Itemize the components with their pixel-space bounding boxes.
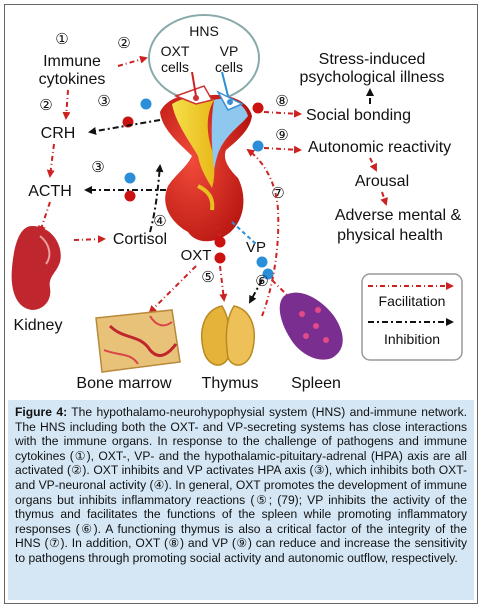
oxt-dot-3 [214, 236, 226, 248]
marker-5: ⑤ [201, 268, 214, 286]
thymus-icon [201, 305, 255, 366]
marker-4: ④ [153, 212, 166, 230]
bone-marrow-icon [95, 309, 181, 373]
crh-label: CRH [41, 125, 76, 142]
arrow-kidney-to-cortisol [73, 235, 106, 244]
arrow-hns-to-crh [88, 119, 161, 135]
social-bonding-label: Social bonding [306, 107, 411, 124]
vp-cells-label-2: cells [215, 59, 243, 75]
caption-label: Figure 4: [15, 405, 68, 419]
stress-illness-label: Stress-induced [319, 51, 426, 68]
arousal-label: Arousal [355, 173, 409, 190]
arrow-cytokines-to-hns [117, 55, 148, 67]
oxt-label: OXT [181, 247, 212, 264]
immune-cytokines-label: Immune [43, 53, 101, 70]
hypothalamus-pituitary [160, 85, 252, 242]
autonomic-reactivity-label: Autonomic reactivity [308, 139, 451, 156]
adverse-health-label: Adverse mental & [335, 207, 462, 224]
arrow-acth-to-kidney [38, 201, 51, 234]
arrow-cortisol-to-hns [149, 164, 164, 233]
hns-immune-diagram: HNS OXT cells VP cells ① Immune cytokine… [11, 14, 463, 392]
vp-dot [140, 98, 152, 110]
arrow-oxt-to-social-bonding [263, 109, 302, 118]
arrow-thymus-to-hns [246, 148, 280, 317]
marker-2a: ② [117, 34, 130, 52]
arrow-autonomic-to-arousal [369, 157, 377, 172]
kidney-icon [11, 226, 61, 310]
marker-8: ⑧ [275, 92, 288, 110]
marker-3b: ③ [91, 158, 104, 176]
oxt-dot-4 [214, 252, 226, 264]
oxt-cells-label: OXT [161, 43, 190, 59]
kidney-label: Kidney [14, 317, 63, 334]
cortisol-label: Cortisol [113, 231, 167, 248]
vp-label: VP [246, 239, 266, 256]
marker-1: ① [55, 30, 68, 48]
arrow-vp-to-autonomic [263, 145, 302, 154]
vp-dot-5 [252, 140, 264, 152]
bone-marrow-label: Bone marrow [76, 375, 172, 392]
arrow-arousal-to-adverse [380, 191, 388, 206]
vp-dot-4 [262, 268, 274, 280]
legend-facilitation-label: Facilitation [379, 293, 446, 309]
caption-text: The hypothalamo-neurohypophysial system … [15, 405, 467, 565]
thymus-label: Thymus [202, 375, 259, 392]
legend: Facilitation Inhibition [361, 273, 463, 361]
spleen-icon [279, 292, 343, 360]
vp-dot-3 [256, 256, 268, 268]
vp-dot-2 [124, 172, 136, 184]
hns-label: HNS [189, 23, 219, 39]
arrow-oxt-to-bone-marrow [148, 265, 197, 314]
marker-3a: ③ [97, 92, 110, 110]
arrow-vp-to-thymus [249, 279, 263, 304]
arrow-oxt-to-thymus [219, 265, 228, 302]
marker-2b: ② [39, 96, 52, 114]
oxt-cells-label-2: cells [161, 59, 189, 75]
arrow-cytokines-to-crh [62, 89, 71, 120]
adverse-health-label-2: physical health [337, 227, 443, 244]
legend-inhibition-label: Inhibition [384, 331, 440, 347]
acth-label: ACTH [28, 183, 72, 200]
oxt-dot-2 [124, 190, 136, 202]
spleen-label: Spleen [291, 375, 341, 392]
marker-9: ⑨ [275, 126, 288, 144]
stress-illness-label-2: psychological illness [300, 69, 445, 86]
arrow-crh-to-acth [46, 143, 55, 178]
immune-cytokines-label-2: cytokines [39, 71, 106, 88]
oxt-dot-5 [252, 102, 264, 114]
marker-7: ⑦ [271, 184, 284, 202]
figure-caption: Figure 4: The hypothalamo-neurohypophysi… [8, 400, 474, 600]
vp-cells-label: VP [220, 43, 239, 59]
